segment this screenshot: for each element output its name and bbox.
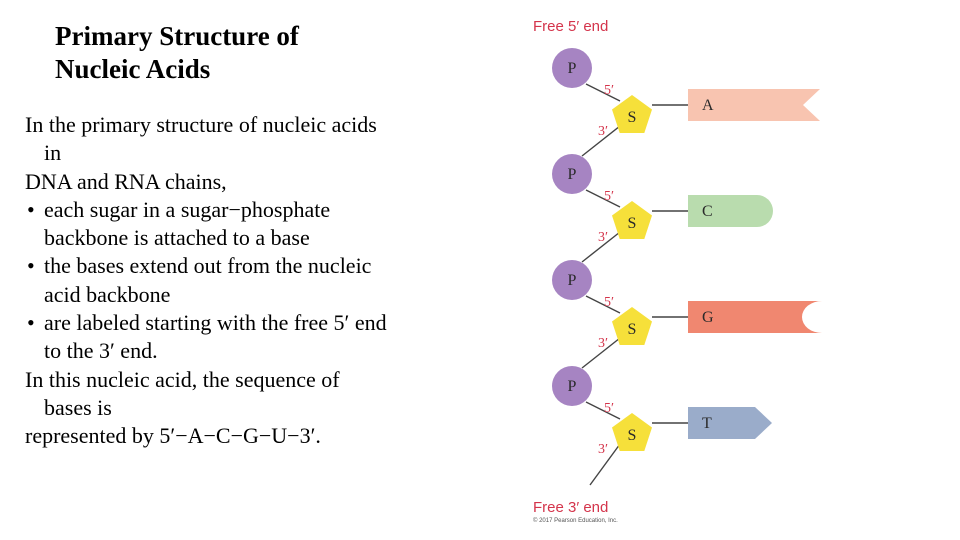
- body-line: bases is: [44, 394, 112, 420]
- base-a-label: A: [702, 97, 714, 114]
- base-t-label: T: [702, 415, 712, 432]
- phosphate-label: P: [568, 378, 577, 395]
- sugar-pentagon: [612, 201, 652, 239]
- backbone-bond: [581, 125, 621, 157]
- backbone-bond: [585, 401, 621, 420]
- body-line: acid backbone: [44, 281, 171, 307]
- title-line: Nucleic Acids: [55, 54, 211, 84]
- page-title: Primary Structure of Nucleic Acids: [55, 20, 299, 86]
- backbone-bond: [585, 295, 621, 314]
- base-g-label: G: [702, 309, 714, 326]
- three-prime-label: 3′: [598, 124, 608, 139]
- backbone-bond: [585, 189, 621, 208]
- bullet-item: each sugar in a sugar−phosphate: [25, 196, 470, 225]
- base-a-shape: [688, 89, 820, 121]
- body-line: to the 3′ end.: [44, 338, 158, 364]
- title-line: Primary Structure of: [55, 21, 299, 51]
- three-prime-label: 3′: [598, 230, 608, 245]
- five-prime-label: 5′: [604, 83, 614, 98]
- three-prime-label: 3′: [598, 442, 608, 457]
- sugar-label: S: [628, 215, 637, 232]
- bullet-item: are labeled starting with the free 5′ en…: [25, 309, 470, 338]
- phosphate-circle: [552, 366, 592, 406]
- base-g-shape: [688, 301, 822, 333]
- backbone-bond: [589, 443, 621, 486]
- base-c-label: C: [702, 203, 713, 220]
- five-prime-label: 5′: [604, 295, 614, 310]
- phosphate-label: P: [568, 166, 577, 183]
- sugar-pentagon: [612, 413, 652, 451]
- copyright-text: © 2017 Pearson Education, Inc.: [533, 517, 618, 524]
- backbone-bond: [581, 231, 621, 263]
- sugar-label: S: [628, 427, 637, 444]
- body-line: In the primary structure of nucleic acid…: [25, 112, 377, 137]
- body-line: in: [44, 140, 62, 166]
- sugar-pentagon: [612, 95, 652, 133]
- backbone-bond: [581, 337, 621, 369]
- body-line: DNA and RNA chains,: [25, 168, 227, 194]
- bullet-item: the bases extend out from the nucleic: [25, 252, 470, 281]
- sugar-label: S: [628, 109, 637, 126]
- three-prime-label: 3′: [598, 336, 608, 351]
- five-prime-label: 5′: [604, 401, 614, 416]
- phosphate-label: P: [568, 272, 577, 289]
- body-text: In the primary structure of nucleic acid…: [25, 111, 470, 451]
- backbone-bond: [585, 83, 621, 102]
- five-prime-label: 5′: [604, 189, 614, 204]
- body-line: In this nucleic acid, the sequence of: [25, 366, 340, 392]
- sugar-pentagon: [612, 307, 652, 345]
- phosphate-circle: [552, 154, 592, 194]
- free-5-end-label: Free 5′ end: [533, 18, 608, 35]
- phosphate-circle: [552, 260, 592, 300]
- base-c-shape: [688, 195, 773, 227]
- sugar-label: S: [628, 321, 637, 338]
- base-t-shape: [688, 407, 772, 439]
- phosphate-label: P: [568, 60, 577, 77]
- phosphate-circle: [552, 48, 592, 88]
- free-3-end-label: Free 3′ end: [533, 499, 608, 516]
- body-line: represented by 5′−A−C−G−U−3′.: [25, 423, 321, 449]
- body-line: backbone is attached to a base: [44, 225, 310, 251]
